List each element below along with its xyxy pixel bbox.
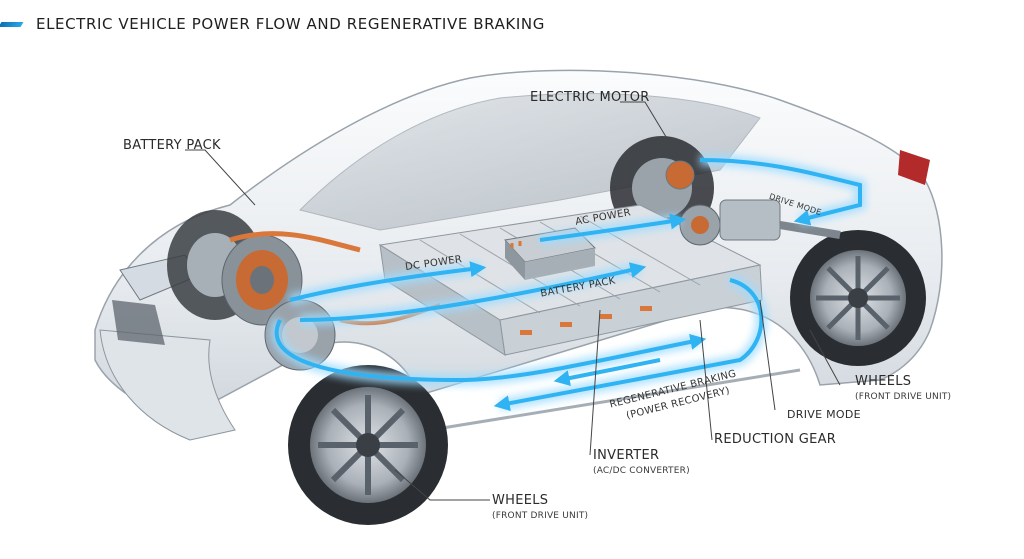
title-bar: ELECTRIC VEHICLE POWER FLOW AND REGENERA…	[0, 12, 700, 36]
label-electric-motor: ELECTRIC MOTOR	[530, 90, 650, 105]
page-title: ELECTRIC VEHICLE POWER FLOW AND REGENERA…	[36, 15, 545, 33]
label-inverter-sub: (AC/DC CONVERTER)	[593, 466, 690, 476]
rear-right-wheel	[790, 230, 926, 366]
leader-lines	[185, 101, 841, 501]
leader-wheels-right	[809, 329, 841, 386]
leader-wheels-bottom	[394, 469, 490, 501]
power-flow-lines	[270, 154, 866, 412]
leader-drive-mode	[759, 299, 776, 411]
leader-reduction-gear	[699, 319, 713, 441]
label-wheels-right-sub: (FRONT DRIVE UNIT)	[855, 392, 952, 402]
label-battery-pack: BATTERY PACK	[123, 138, 221, 153]
leader-electric-motor	[620, 101, 681, 161]
front-left-wheel	[288, 365, 448, 525]
label-reduction-gear: REDUCTION GEAR	[714, 432, 837, 447]
label-drive-mode-bottom: DRIVE MODE	[787, 408, 861, 421]
leader-inverter	[589, 309, 601, 456]
label-inverter: INVERTER	[593, 448, 660, 463]
label-wheels-right: WHEELS	[855, 374, 912, 389]
leader-battery-pack	[185, 149, 256, 206]
rear-motor-assembly	[665, 160, 841, 246]
label-wheels-bottom: WHEELS	[492, 493, 549, 508]
label-wheels-bottom-sub: (FRONT DRIVE UNIT)	[492, 511, 589, 521]
